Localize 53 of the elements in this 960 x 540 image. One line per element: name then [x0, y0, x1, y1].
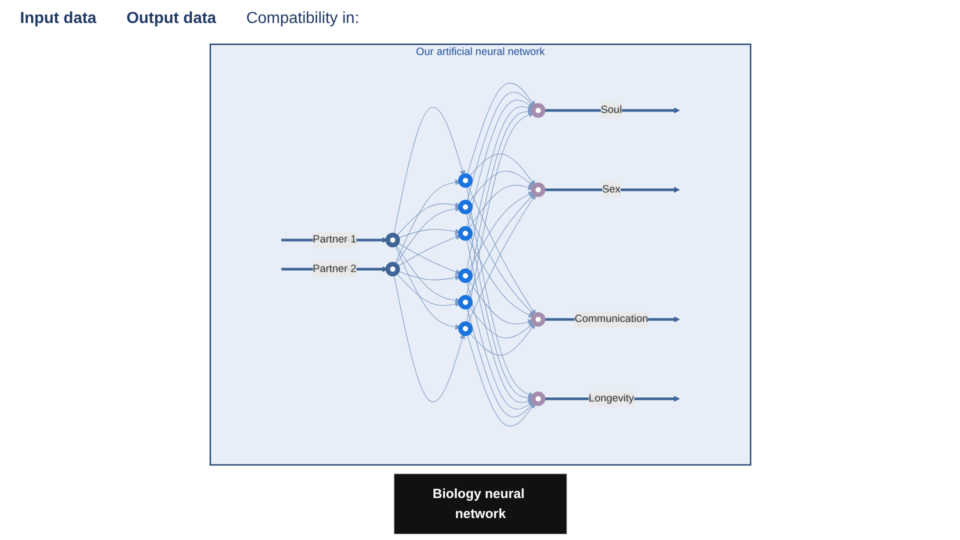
node-circle [458, 268, 472, 284]
node-circle [530, 103, 546, 118]
edge-label: Soul [600, 104, 622, 116]
arrow [467, 192, 534, 272]
arrow [468, 154, 536, 186]
node-circle [458, 173, 472, 188]
arrow [466, 82, 536, 176]
arrow [466, 193, 535, 298]
arrow [394, 244, 460, 330]
node-box: Biology neural network [394, 474, 566, 534]
section-label: Output data [126, 10, 216, 28]
arrow [392, 107, 465, 236]
arrow [466, 333, 536, 426]
edge-label: Partner 2 [312, 263, 356, 274]
arrow [467, 184, 534, 230]
arrow [394, 180, 460, 265]
edge-label: Longevity [588, 392, 634, 404]
arrow [468, 306, 534, 338]
node-circle [458, 226, 472, 241]
node-circle [458, 294, 472, 310]
edge-label: Sex [602, 184, 620, 196]
edge-label: Partner 1 [312, 234, 356, 246]
arrow [466, 100, 534, 229]
arrow [396, 242, 461, 275]
edge-label: Communication [574, 313, 648, 325]
arrow [468, 170, 534, 204]
arrow [466, 280, 534, 410]
node-circle [458, 200, 472, 214]
node-circle [458, 321, 472, 336]
arrow [466, 238, 534, 404]
arrow [542, 186, 680, 193]
arrow [542, 108, 680, 114]
arrow [466, 211, 535, 316]
section-label: Input data [20, 10, 96, 28]
arrow [392, 274, 465, 402]
node-circle [530, 312, 546, 327]
arrow [467, 280, 534, 325]
node-circle [530, 182, 546, 198]
node-circle [384, 232, 400, 248]
arrow [395, 272, 460, 307]
arrow [466, 105, 534, 272]
arrow [395, 202, 460, 237]
section-label: Compatibility in: [246, 10, 360, 28]
node-circle [384, 262, 400, 276]
arrow [467, 237, 534, 318]
arrow [468, 323, 536, 356]
node-circle [530, 392, 546, 406]
arrow [396, 234, 461, 267]
arrow [396, 270, 460, 280]
arrow [394, 244, 460, 304]
arrow [466, 92, 534, 203]
arrow [466, 306, 534, 418]
arrow [394, 206, 460, 266]
